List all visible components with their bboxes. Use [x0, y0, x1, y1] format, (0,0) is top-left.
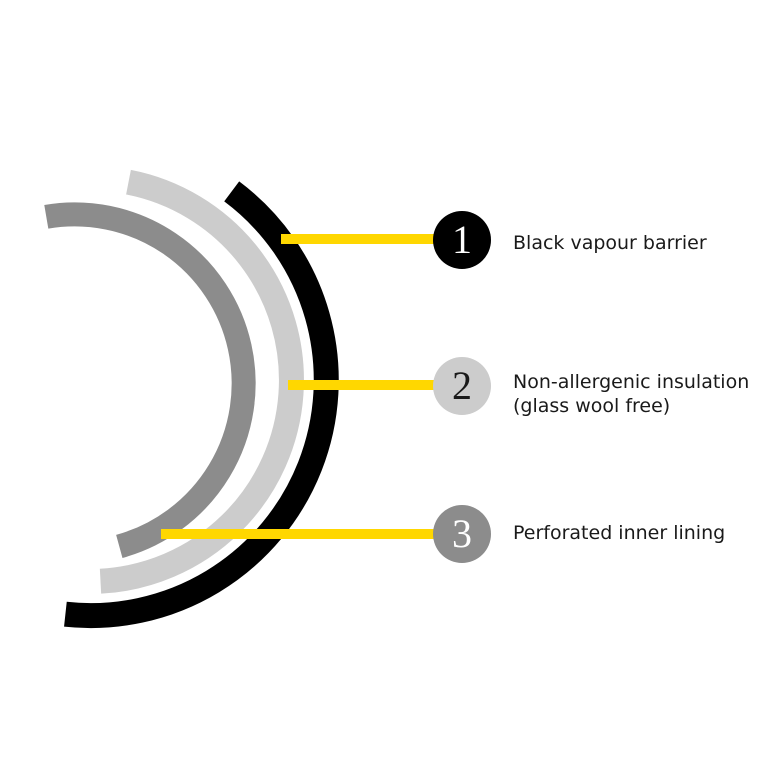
badge-number-1: 1 — [452, 217, 472, 262]
leader-line-1 — [281, 234, 441, 244]
insulation-arc — [99, 169, 304, 594]
label-layer-3-text: Perforated inner lining — [513, 522, 726, 544]
leader-line-3 — [161, 529, 441, 539]
label-layer-3: Perforated inner lining — [513, 521, 725, 545]
badge-1 — [433, 211, 491, 269]
vapour-barrier-arc — [64, 181, 339, 629]
inner-lining-arc — [44, 202, 256, 558]
label-layer-2-line2: (glass wool free) — [513, 395, 671, 417]
label-layer-1-text: Black vapour barrier — [513, 232, 707, 254]
badge-number-3: 3 — [452, 511, 472, 556]
badge-2 — [433, 357, 491, 415]
leader-line-2 — [288, 380, 441, 390]
badge-3 — [433, 505, 491, 563]
label-layer-2: Non-allergenic insulation (glass wool fr… — [513, 370, 749, 418]
badge-number-2: 2 — [452, 363, 472, 408]
label-layer-1: Black vapour barrier — [513, 231, 707, 255]
label-layer-2-line1: Non-allergenic insulation — [513, 371, 750, 393]
